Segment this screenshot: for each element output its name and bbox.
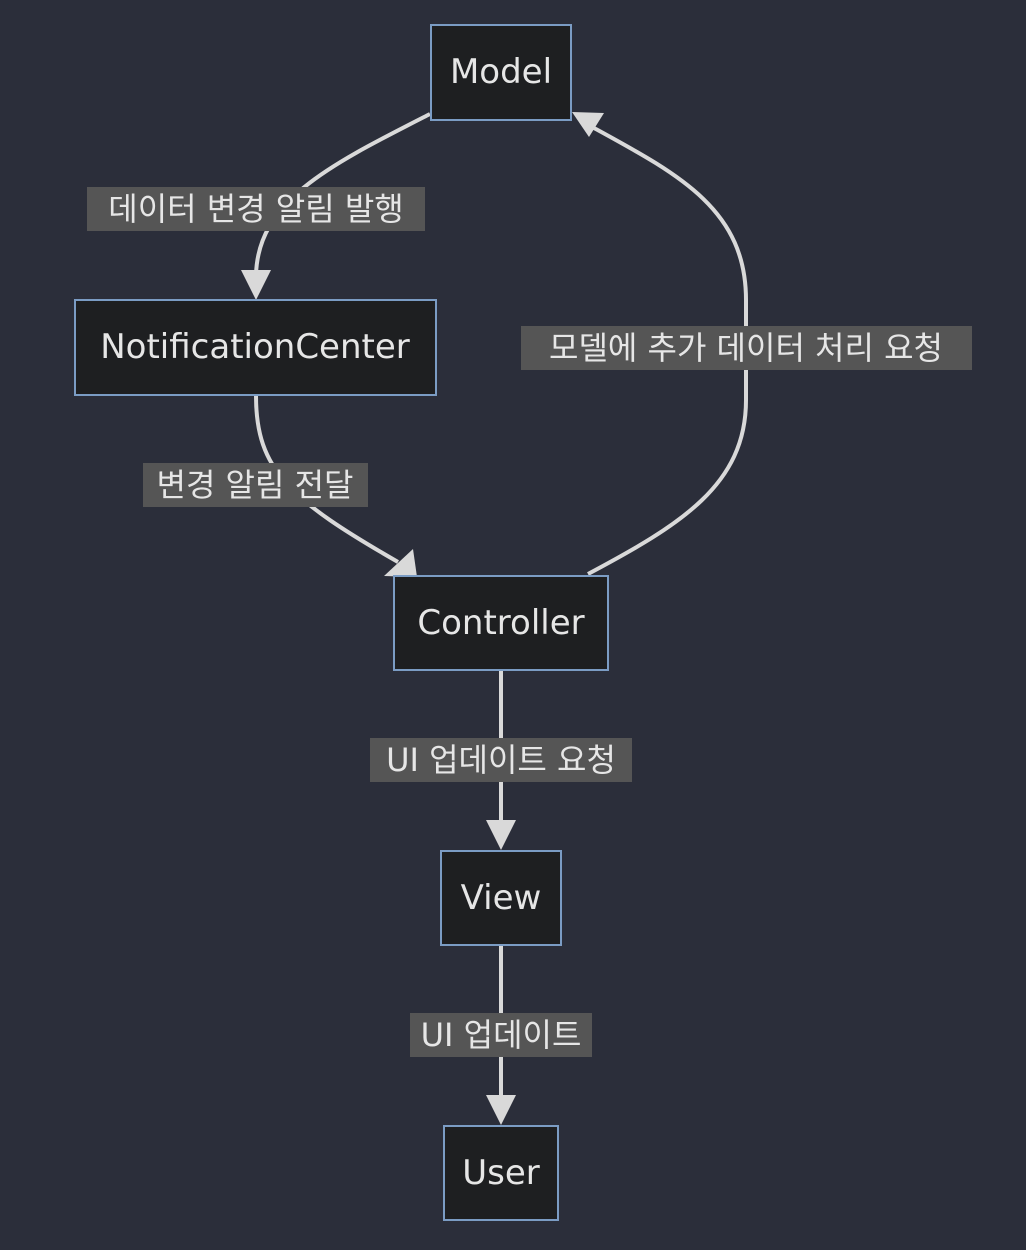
arrowhead [486,1095,516,1125]
arrowhead [384,549,417,577]
node-label: View [461,878,542,918]
node-model: Model [430,24,572,121]
edge-label-view-to-user: UI 업데이트 [410,1013,592,1057]
node-notification-center: NotificationCenter [74,299,437,396]
edge-label-text: 변경 알림 전달 [157,466,354,504]
edge-model-to-notification [241,112,431,300]
edge-label-text: UI 업데이트 요청 [386,741,616,779]
node-label: User [462,1153,540,1193]
arrowhead [241,270,271,300]
edge-label-notification-to-controller: 변경 알림 전달 [143,463,368,507]
arrowhead [572,112,604,137]
node-controller: Controller [393,575,609,671]
node-user: User [443,1125,559,1221]
edge-label-model-to-notification: 데이터 변경 알림 발행 [87,187,425,231]
edge-label-controller-to-view: UI 업데이트 요청 [370,738,632,782]
node-label: NotificationCenter [100,327,410,367]
edge-label-text: 데이터 변경 알림 발행 [108,190,403,228]
edge-label-controller-to-model: 모델에 추가 데이터 처리 요청 [521,326,972,370]
arrowhead [486,820,516,850]
edge-label-text: 모델에 추가 데이터 처리 요청 [549,329,943,367]
node-view: View [440,850,562,946]
node-label: Model [450,52,552,92]
node-label: Controller [417,603,584,643]
edge-label-text: UI 업데이트 [421,1016,582,1054]
